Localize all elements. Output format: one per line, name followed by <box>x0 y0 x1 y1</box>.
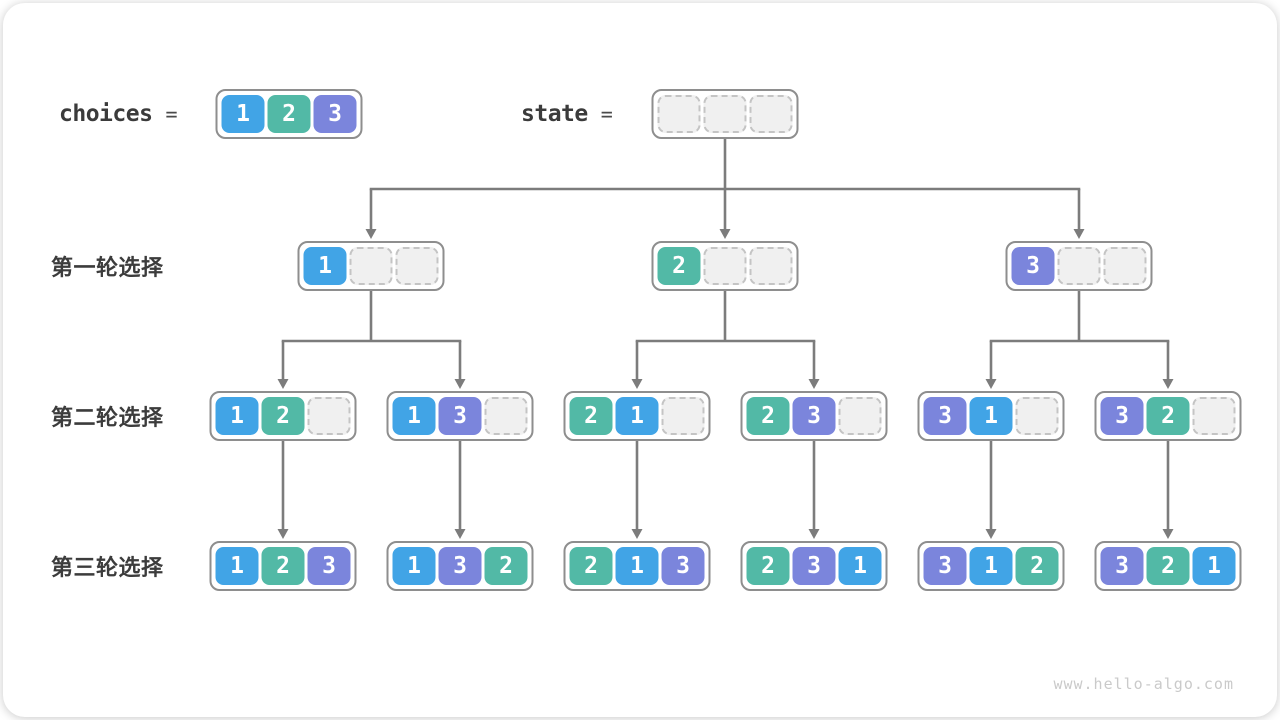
choices-label: choices = <box>59 89 177 139</box>
state-cell-value: 3 <box>923 547 967 585</box>
state-cell-value: 2 <box>746 397 790 435</box>
state-cell-empty <box>1015 397 1059 435</box>
state-cell-value: 3 <box>1011 247 1055 285</box>
state-container-r1-3: 3 <box>1005 241 1153 291</box>
state-cell-value: 2 <box>657 247 701 285</box>
state-cell-value: 2 <box>1015 547 1059 585</box>
state-cell-value: 1 <box>838 547 882 585</box>
state-cell-value: 2 <box>261 547 305 585</box>
arrowhead-icon <box>985 529 997 539</box>
state-cell-value: 1 <box>969 547 1013 585</box>
equals-sign: = <box>600 102 613 126</box>
arrowhead-icon <box>808 379 820 389</box>
arrowhead-icon <box>1162 379 1174 389</box>
state-cell-value: 1 <box>215 547 259 585</box>
arrowhead-icon <box>985 379 997 389</box>
state-array-root <box>651 89 799 139</box>
state-cell-value: 2 <box>569 397 613 435</box>
state-cell-value: 3 <box>1100 547 1144 585</box>
state-cell-empty <box>1103 247 1147 285</box>
choices-keyword: choices <box>59 101 153 127</box>
state-cell-value: 3 <box>1100 397 1144 435</box>
state-cell-value: 1 <box>615 397 659 435</box>
state-cell-empty <box>657 95 701 133</box>
state-cell-value: 3 <box>792 547 836 585</box>
state-cell-value: 3 <box>923 397 967 435</box>
arrowhead-icon <box>365 229 377 239</box>
state-cell-value: 2 <box>267 95 311 133</box>
state-cell-empty <box>749 95 793 133</box>
state-cell-value: 2 <box>1146 397 1190 435</box>
state-cell-empty <box>838 397 882 435</box>
state-keyword: state <box>521 101 588 127</box>
equals-sign: = <box>165 102 178 126</box>
state-cell-empty <box>1057 247 1101 285</box>
arrowhead-icon <box>1073 229 1085 239</box>
arrowhead-icon <box>631 529 643 539</box>
state-cell-empty <box>484 397 528 435</box>
state-cell-value: 2 <box>746 547 790 585</box>
state-cell-value: 1 <box>221 95 265 133</box>
state-cell-value: 3 <box>438 397 482 435</box>
state-cell-empty <box>749 247 793 285</box>
state-cell-empty <box>661 397 705 435</box>
state-cell-value: 2 <box>569 547 613 585</box>
state-cell-empty <box>349 247 393 285</box>
state-cell-empty <box>703 95 747 133</box>
state-cell-value: 3 <box>438 547 482 585</box>
watermark: www.hello-algo.com <box>1053 675 1234 693</box>
state-cell-value: 1 <box>969 397 1013 435</box>
arrowhead-icon <box>808 529 820 539</box>
state-cell-empty <box>1192 397 1236 435</box>
state-cell-value: 1 <box>1192 547 1236 585</box>
row-label-round-3: 第三轮选择 <box>51 555 164 580</box>
arrowhead-icon <box>1162 529 1174 539</box>
state-container-r1-2: 2 <box>651 241 799 291</box>
state-cell-value: 3 <box>661 547 705 585</box>
state-cell-value: 2 <box>261 397 305 435</box>
state-cell-value: 3 <box>313 95 357 133</box>
state-container-r1-1: 1 <box>297 241 445 291</box>
state-cell-value: 3 <box>307 547 351 585</box>
arrowhead-icon <box>631 379 643 389</box>
state-cell-value: 1 <box>392 547 436 585</box>
tree-connectors <box>277 139 1174 539</box>
arrowhead-icon <box>454 379 466 389</box>
state-cell-value: 2 <box>1146 547 1190 585</box>
state-cell-value: 2 <box>484 547 528 585</box>
state-cell-value: 1 <box>392 397 436 435</box>
arrowhead-icon <box>277 529 289 539</box>
state-cell-empty <box>307 397 351 435</box>
state-cell-empty <box>703 247 747 285</box>
row-label-round-1: 第一轮选择 <box>51 255 164 280</box>
state-cell-value: 1 <box>215 397 259 435</box>
state-label: state = <box>521 89 613 139</box>
row-label-round-2: 第二轮选择 <box>51 405 164 430</box>
arrowhead-icon <box>454 529 466 539</box>
state-cell-value: 1 <box>615 547 659 585</box>
arrowhead-icon <box>277 379 289 389</box>
state-cell-value: 1 <box>303 247 347 285</box>
state-cell-value: 3 <box>792 397 836 435</box>
arrowhead-icon <box>719 229 731 239</box>
state-cell-empty <box>395 247 439 285</box>
